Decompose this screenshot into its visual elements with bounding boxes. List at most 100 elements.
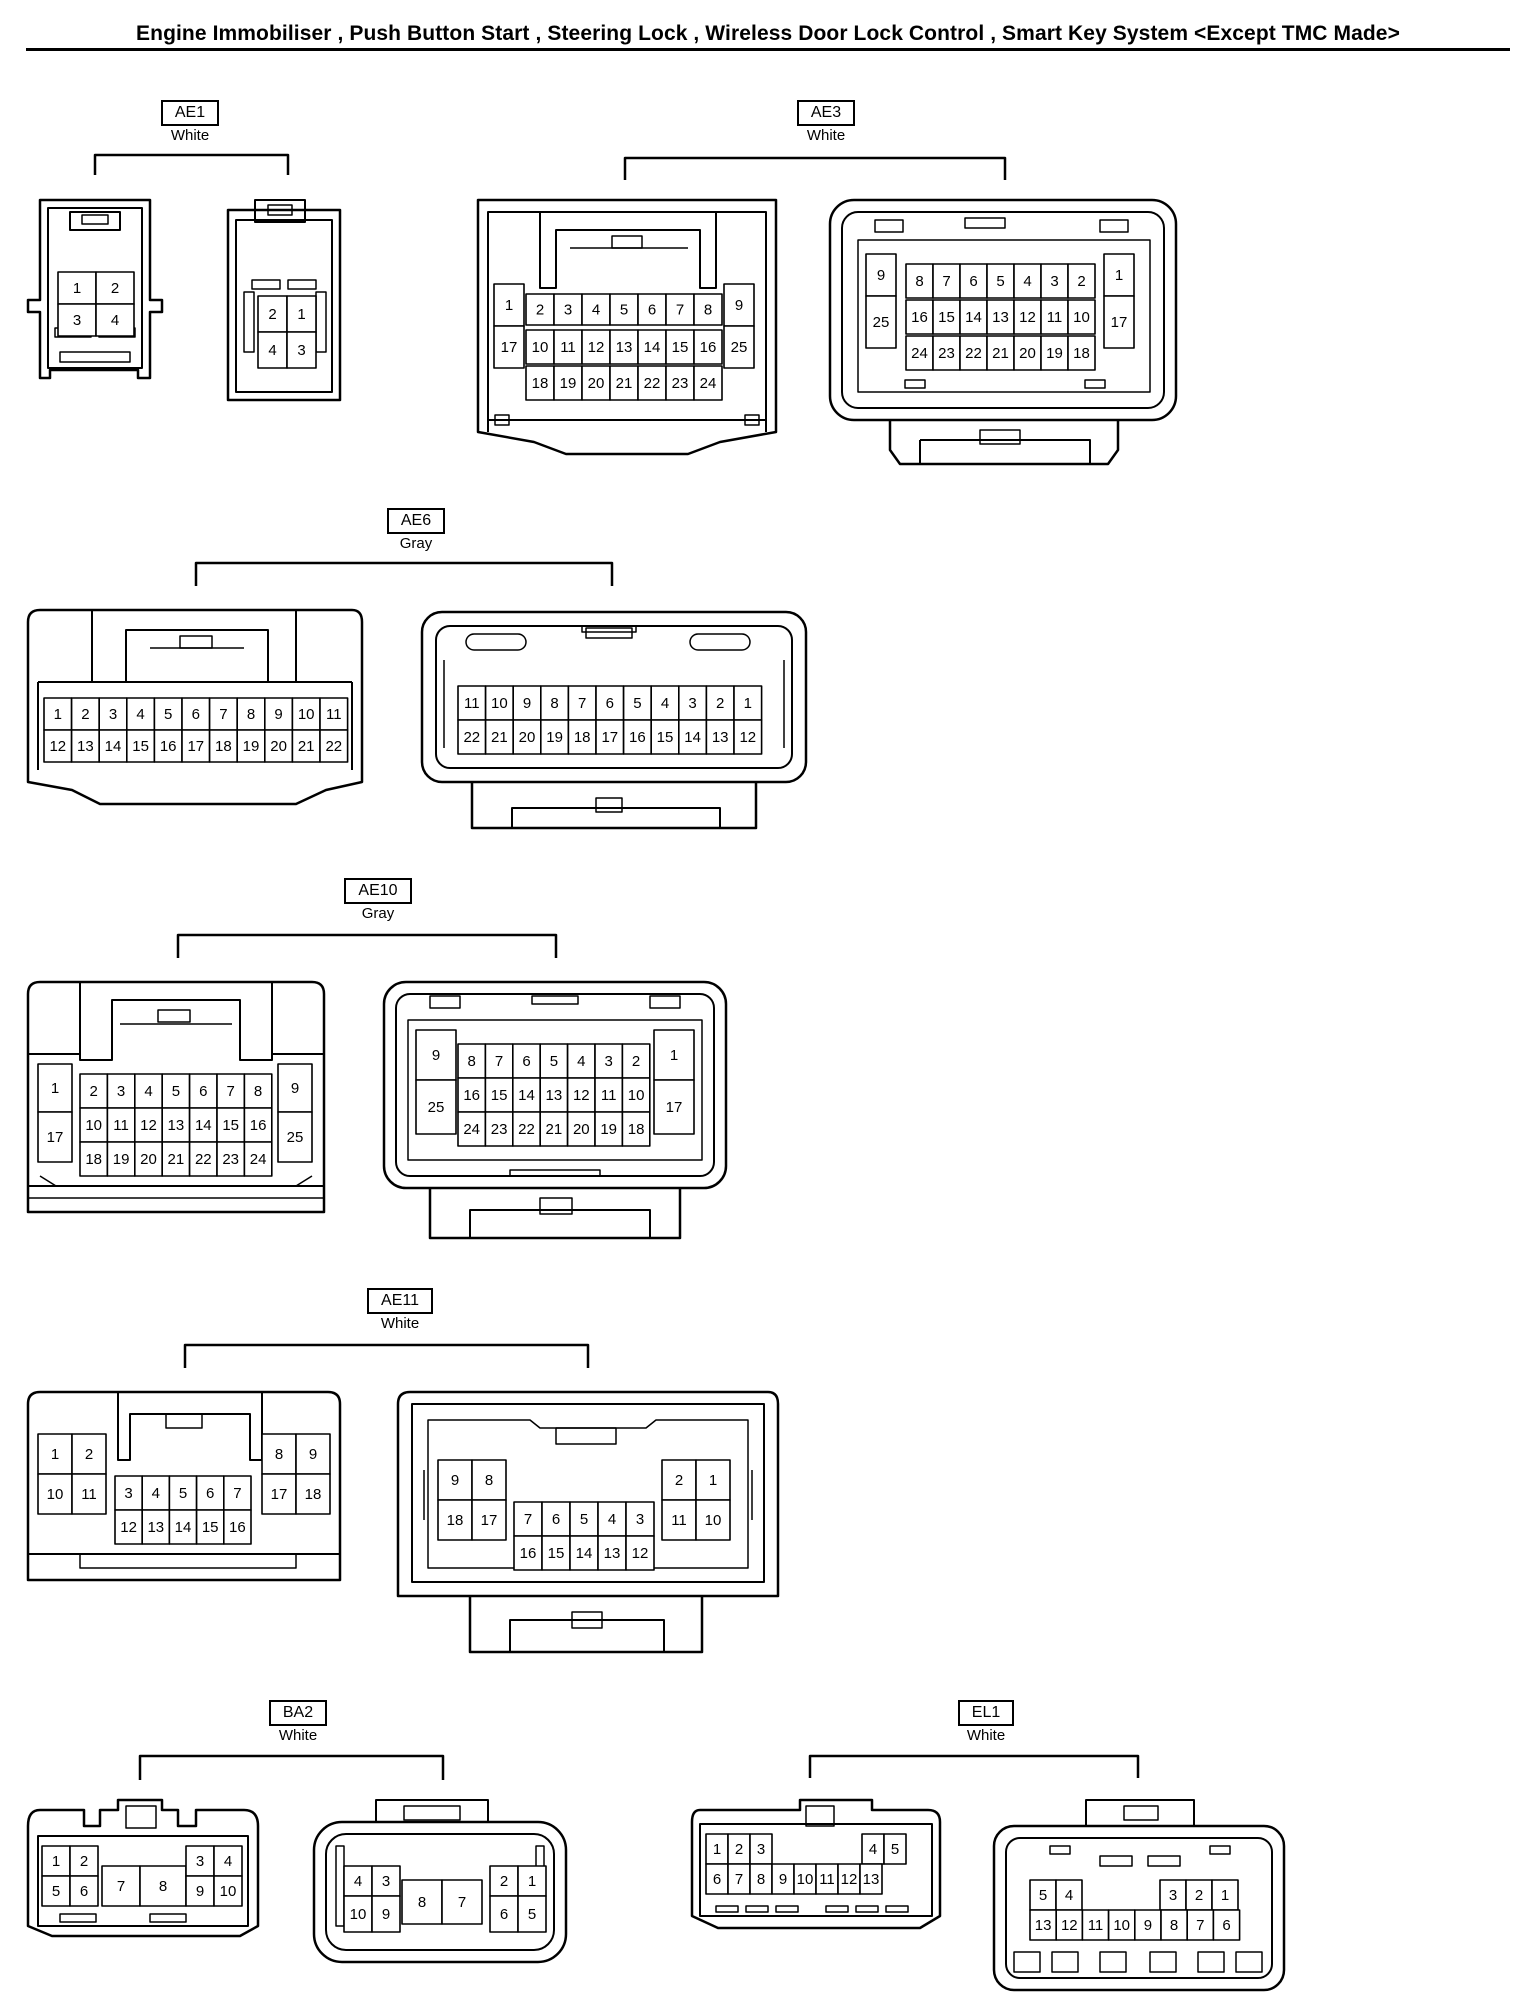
ae11-left-pin-cell <box>168 1475 198 1511</box>
ae6-left-pin-label: 8 <box>247 706 255 723</box>
ae6-left-housing <box>26 608 364 806</box>
ba2-left-pin-label: 5 <box>52 1883 60 1900</box>
ae3-left-pin-cell <box>581 329 611 365</box>
ae3-right-pin-cell <box>1103 253 1135 297</box>
el1-right-pin-cell <box>1212 1909 1241 1941</box>
ae6-right-pin-cell <box>622 719 652 755</box>
ae10-left-pin-label: 6 <box>199 1083 207 1100</box>
ae11-left-pin-label: 8 <box>275 1446 283 1463</box>
ae3-left-pin-cell <box>553 329 583 365</box>
ae1-right-pin-cell <box>286 295 317 333</box>
ae3-right-pin-cell <box>932 335 961 371</box>
el1-left-pin-label: 13 <box>863 1871 880 1888</box>
ae10-left-pin-cell <box>106 1141 136 1177</box>
ae3-right-pin-label: 6 <box>969 273 977 290</box>
connector-id: AE10 <box>344 878 412 904</box>
connector-color: White <box>806 127 846 144</box>
ae6-left-pin-label: 6 <box>192 706 200 723</box>
ae3-left-pin-cell <box>609 293 639 326</box>
ae10-left-pin-cell <box>243 1141 273 1177</box>
label-ae3: AE3 White <box>726 100 926 144</box>
ae10-left-pin-label: 21 <box>168 1151 185 1168</box>
ae6-left-pin-label: 9 <box>274 706 282 723</box>
ae11-right-pin-label: 15 <box>548 1545 565 1562</box>
ba2-left-pin-label: 3 <box>196 1853 204 1870</box>
el1-right-pin-cell <box>1211 1879 1239 1911</box>
ae10-right-pin-cell <box>621 1111 651 1147</box>
ba2-right-pin-label: 9 <box>382 1906 390 1923</box>
ae11-right-pin-label: 7 <box>524 1511 532 1528</box>
ae1-right-pin-cell <box>257 331 288 369</box>
ae10-left-pin-label: 25 <box>287 1129 304 1146</box>
connector-ae11 <box>26 1343 780 1654</box>
ae6-left-pin-label: 18 <box>215 738 232 755</box>
ae3-right-pin-cell <box>905 299 934 335</box>
ae3-right-pin-label: 8 <box>915 273 923 290</box>
ae6-left-pin-label: 5 <box>164 706 172 723</box>
ae3-right-pin-cell <box>959 335 988 371</box>
connector-id: BA2 <box>268 1700 328 1726</box>
el1-right-pin-label: 10 <box>1113 1917 1130 1934</box>
ba2-right-pin-label: 5 <box>528 1906 536 1923</box>
connector-el1 <box>690 1754 1286 1992</box>
ae3-right-pin-cell <box>986 263 1015 299</box>
ba2-left-pin-label: 2 <box>80 1853 88 1870</box>
ba2-right-pin-cell <box>441 1879 483 1925</box>
ae6-right-pin-label: 22 <box>463 729 480 746</box>
ae10-left-pin-label: 13 <box>168 1117 185 1134</box>
ae3-left-pin-cell <box>637 293 667 326</box>
ae10-right-pin-label: 6 <box>522 1053 530 1070</box>
ba2-left-pin-label: 4 <box>224 1853 232 1870</box>
ae10-right-pin-cell <box>457 1043 487 1079</box>
ae11-right-pin-label: 16 <box>520 1545 537 1562</box>
ae6-right-pin-label: 19 <box>546 729 563 746</box>
ae3-left-pin-cell <box>693 293 723 326</box>
ae1-left-pin-label: 3 <box>73 312 81 329</box>
ae3-left-pin-label: 5 <box>620 302 628 319</box>
el1-left-pin-label: 10 <box>797 1871 814 1888</box>
ae3-right-pin-label: 3 <box>1050 273 1058 290</box>
ae11-right-housing <box>396 1390 780 1654</box>
ba2-left-pin-cell <box>213 1875 243 1907</box>
ae10-right-pin-cell <box>539 1111 569 1147</box>
ba2-left-pin-cell <box>69 1875 99 1907</box>
el1-right-pin-label: 9 <box>1144 1917 1152 1934</box>
ae11-left-pin-cell <box>223 1509 252 1545</box>
ae6-right-pin-cell <box>622 685 652 721</box>
el1-right-pin-cell <box>1134 1909 1162 1941</box>
ae11-right-pin-label: 13 <box>604 1545 621 1562</box>
ae10-right-pin-label: 16 <box>463 1087 480 1104</box>
ba2-right-pin-cell <box>517 1865 547 1897</box>
ae3-right-pin-label: 20 <box>1019 345 1036 362</box>
ae3-left-pin-cell <box>693 365 723 401</box>
ae11-left-housing <box>26 1390 342 1582</box>
ae10-left-pin-label: 17 <box>47 1129 64 1146</box>
ae11-left-pin-label: 1 <box>51 1446 59 1463</box>
ae10-left-pin-label: 23 <box>222 1151 239 1168</box>
ae3-right-pin-label: 13 <box>992 309 1009 326</box>
ae1-left-housing <box>26 198 164 380</box>
ae3-left-pin-label: 9 <box>735 297 743 314</box>
ae6-left-pin-cell <box>263 697 294 731</box>
ae10-left-pin-label: 18 <box>85 1151 102 1168</box>
bracket-ae3 <box>623 156 1007 180</box>
ae6-left-pin-cell <box>70 729 100 763</box>
ae1-right-pin-label: 1 <box>297 306 305 323</box>
ae10-left-pin-cell <box>216 1073 246 1109</box>
title-rule <box>26 48 1510 51</box>
ae3-left-pin-label: 12 <box>588 339 605 356</box>
ae3-left-pin-cell <box>581 293 611 326</box>
ae3-left-pin-label: 2 <box>536 302 544 319</box>
ae11-left-pin-label: 15 <box>202 1519 219 1536</box>
ae10-left-pin-label: 11 <box>113 1117 129 1134</box>
ae6-left-pin-label: 22 <box>325 738 342 755</box>
ae10-right-pin-label: 17 <box>666 1099 683 1116</box>
ae10-left-pin-label: 5 <box>172 1083 180 1100</box>
ba2-left-housing <box>26 1798 260 1938</box>
ae10-right-pin-cell <box>566 1111 596 1147</box>
connector-ae10 <box>26 933 728 1240</box>
ba2-right-pin-label: 1 <box>528 1873 536 1890</box>
ae3-left-pin-label: 1 <box>505 297 513 314</box>
ae6-right-pin-label: 11 <box>464 695 480 712</box>
ae10-left-pin-cell <box>134 1107 164 1143</box>
